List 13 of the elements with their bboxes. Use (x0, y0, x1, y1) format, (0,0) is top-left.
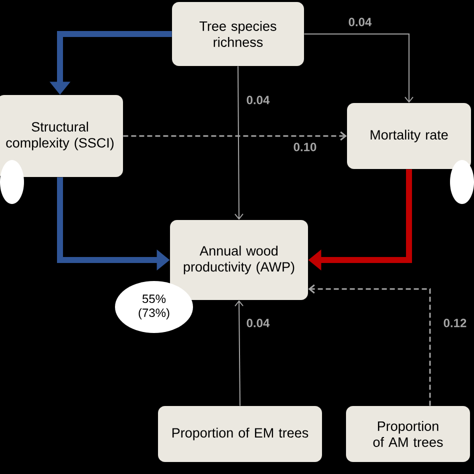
variable-box: Mortality rate (347, 103, 471, 169)
empty-ellipse (0, 160, 24, 204)
arrow (304, 34, 414, 103)
arrow (234, 66, 244, 220)
empty-ellipse (450, 160, 474, 204)
variable-box: Proportion of AM trees (346, 406, 470, 462)
variable-box: Structural complexity (SSCI) (0, 95, 123, 177)
arrow (234, 300, 244, 406)
variable-box: Annual wood productivity (AWP) (170, 220, 308, 300)
variable-box: Proportion of EM trees (158, 406, 322, 462)
arrow (308, 284, 431, 406)
variable-box: Tree species richness (172, 2, 304, 66)
arrow (123, 131, 347, 141)
